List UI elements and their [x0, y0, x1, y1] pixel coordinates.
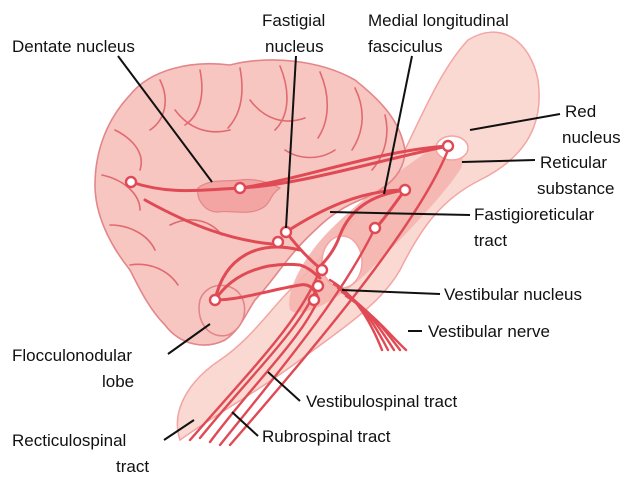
neuron-fastigial-2 [273, 237, 283, 247]
neuron-dentate [235, 183, 245, 193]
neuron-reticular [400, 185, 410, 195]
label-rubrospinal-tract: Rubrospinal tract [262, 427, 391, 446]
neuron-vestibular-2 [313, 281, 323, 291]
neuron-red-nucleus [443, 141, 453, 151]
neuron-flocculonodular [210, 295, 220, 305]
label-red-line1: Red [565, 102, 596, 121]
label-red-line2: nucleus [562, 128, 621, 147]
label-vestibulospinal-tract: Vestibulospinal tract [306, 392, 457, 411]
neuron-vestibular-1 [317, 265, 327, 275]
label-fastigial-line1: Fastigial [262, 11, 325, 30]
label-mlf-line2: fasciculus [368, 37, 443, 56]
label-mlf-line1: Medial longitudinal [368, 11, 509, 30]
label-flocculonodular-line1: Flocculonodular [12, 346, 132, 365]
label-vestibular-nerve: Vestibular nerve [428, 322, 550, 341]
neuron-fastigial [281, 227, 291, 237]
label-reticular-line2: substance [537, 179, 615, 198]
label-fastigioreticular-line2: tract [474, 231, 507, 250]
label-flocculonodular-line2: lobe [102, 372, 134, 391]
label-reticular-line1: Reticular [540, 153, 607, 172]
label-vestibular-nucleus: Vestibular nucleus [444, 285, 582, 304]
label-recticulospinal-line2: tract [116, 457, 149, 476]
label-fastigial-line2: nucleus [265, 37, 324, 56]
label-fastigioreticular-line1: Fastigioreticular [474, 205, 594, 224]
neuron-vestibular-3 [309, 295, 319, 305]
neuron-mlf [370, 223, 380, 233]
label-dentate-nucleus: Dentate nucleus [12, 37, 135, 56]
label-recticulospinal-line1: Recticulospinal [12, 431, 126, 450]
neuron-cortex [126, 177, 136, 187]
